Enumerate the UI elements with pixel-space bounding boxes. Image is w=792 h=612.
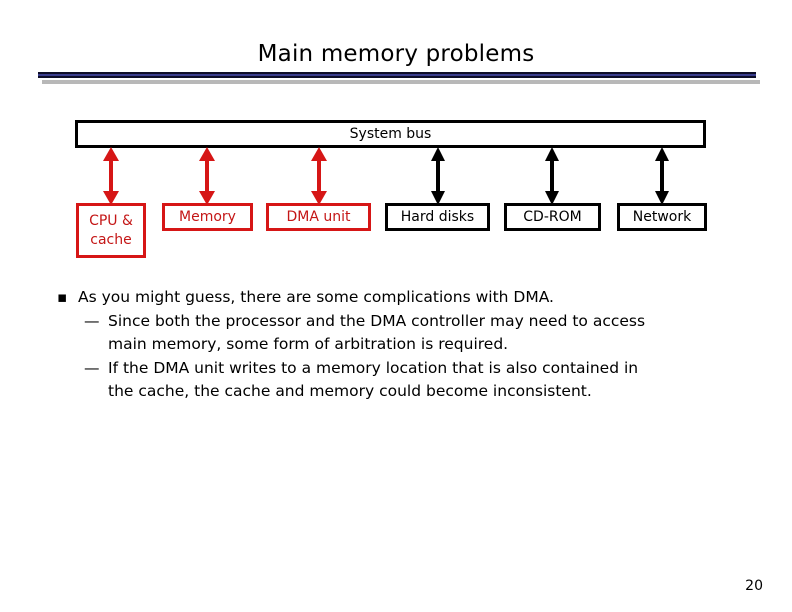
- node-hard-disks[interactable]: Hard disks: [385, 203, 490, 231]
- bullet-item-level1-text: As you might guess, there are some compl…: [78, 288, 554, 306]
- bullet-marker-dash-icon: —: [84, 311, 100, 330]
- title-divider-shadow: [42, 80, 760, 84]
- node-dma-unit-label: DMA unit: [286, 208, 351, 225]
- node-hard-disks-label: Hard disks: [400, 208, 475, 225]
- page-number: 20: [745, 578, 763, 594]
- node-cpu-cache-label: CPU & cache: [89, 212, 133, 248]
- page-title: Main memory problems: [257, 41, 535, 67]
- node-memory-label: Memory: [179, 208, 236, 225]
- node-cpu-cache[interactable]: CPU & cache: [76, 203, 146, 258]
- bullet-item-level2-arbitration-line1: Since both the processor and the DMA con…: [108, 311, 646, 330]
- bullet-marker-square-icon: ▪: [57, 288, 68, 306]
- hard-disks-connector-arrow: [427, 147, 449, 205]
- system-bus-label: System bus: [349, 126, 432, 142]
- node-cd-rom-label: CD-ROM: [523, 208, 582, 225]
- bullet-item-level1: ▪ As you might guess, there are some com…: [56, 286, 756, 310]
- bullet-item-level2-arbitration-line2: main memory, some form of arbitration is…: [108, 335, 509, 353]
- body-text: ▪ As you might guess, there are some com…: [56, 286, 756, 404]
- node-network[interactable]: Network: [617, 203, 707, 231]
- network-connector-arrow: [651, 147, 673, 205]
- node-dma-unit[interactable]: DMA unit: [266, 203, 371, 231]
- bullet-item-level2-arbitration: — Since both the processor and the DMA c…: [56, 310, 756, 357]
- node-cd-rom[interactable]: CD-ROM: [504, 203, 601, 231]
- system-bus-box: System bus: [75, 120, 706, 148]
- memory-connector-arrow: [196, 147, 218, 205]
- bullet-item-level2-coherence-line2: the cache, the cache and memory could be…: [108, 382, 592, 400]
- cpu-connector-arrow: [100, 147, 122, 205]
- node-network-label: Network: [632, 208, 692, 225]
- bullet-item-level2-coherence-line1: If the DMA unit writes to a memory locat…: [108, 358, 639, 377]
- node-memory[interactable]: Memory: [162, 203, 253, 231]
- bullet-marker-dash-icon: —: [84, 358, 100, 377]
- bullet-item-level2-coherence: — If the DMA unit writes to a memory loc…: [56, 357, 756, 404]
- title-divider-bar: [38, 72, 756, 78]
- dma-connector-arrow: [308, 147, 330, 205]
- cd-rom-connector-arrow: [541, 147, 563, 205]
